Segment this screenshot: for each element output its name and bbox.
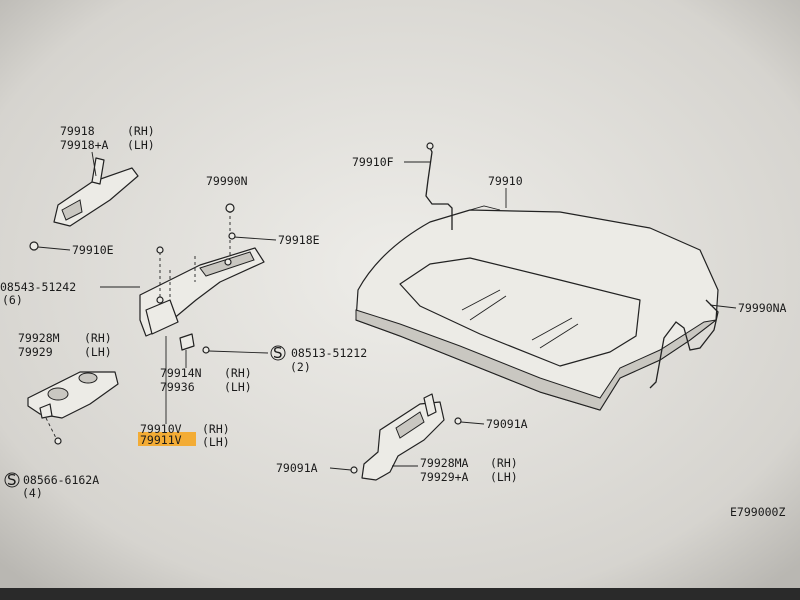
label-79929a: 79929+A <box>420 470 469 484</box>
label-79910e: 79910E <box>72 243 114 257</box>
label-79910v: 79910V <box>140 422 182 436</box>
part-79091a-clip-right <box>454 417 462 425</box>
screw-symbol-08513 <box>270 345 286 361</box>
label-79918a-side: (LH) <box>127 138 155 152</box>
part-79914n-clip <box>179 333 195 351</box>
label-08543: 08543-51242 <box>0 280 76 294</box>
lead-79918e <box>233 236 277 241</box>
label-79928m: 79928M <box>18 331 60 345</box>
label-79936: 79936 <box>160 380 195 394</box>
label-79918: 79918 <box>60 124 95 138</box>
part-79910-parcel-shelf <box>355 205 719 411</box>
label-79091a-left: 79091A <box>276 461 318 475</box>
label-79928ma: 79928MA <box>420 456 469 470</box>
label-79911v: 79911V <box>140 433 182 447</box>
label-79910v-side: (RH) <box>202 422 230 436</box>
lead-79918 <box>91 151 97 177</box>
lead-79990na <box>709 304 737 309</box>
lead-79091a-right <box>460 421 485 425</box>
dash-08566 <box>45 417 57 439</box>
label-08513: 08513-51212 <box>291 346 367 360</box>
part-79910f-cable <box>425 147 453 230</box>
part-79910f-hook <box>426 142 434 150</box>
part-79918e-clip <box>228 232 236 240</box>
part-08566-screw <box>54 437 62 445</box>
part-79928ma-bracket <box>361 393 445 481</box>
label-79910: 79910 <box>488 174 523 188</box>
label-08513-qty: (2) <box>290 360 311 374</box>
label-79918-side: (RH) <box>127 124 155 138</box>
label-08566-qty: (4) <box>22 486 43 500</box>
label-79936-side: (LH) <box>224 380 252 394</box>
screen-bottom-edge <box>0 588 800 600</box>
label-08566: 08566-6162A <box>23 473 99 487</box>
diagram-ref-code: E799000Z <box>730 505 785 519</box>
part-79928m-bracket <box>27 371 119 419</box>
label-79929: 79929 <box>18 345 53 359</box>
highlight-79911v <box>138 432 196 446</box>
part-08513-screw <box>202 346 210 354</box>
label-79928m-side: (RH) <box>84 331 112 345</box>
screw-s-08566: S <box>7 471 17 489</box>
label-79911v-side: (LH) <box>202 435 230 449</box>
label-79990n: 79990N <box>206 174 248 188</box>
screw-symbol-08566 <box>4 472 20 488</box>
part-79918-bracket <box>53 157 139 227</box>
label-79091a-right: 79091A <box>486 417 528 431</box>
label-79914n: 79914N <box>160 366 202 380</box>
label-79929-side: (LH) <box>84 345 112 359</box>
label-79928ma-side: (RH) <box>490 456 518 470</box>
lead-08513 <box>208 350 269 354</box>
part-79990na-cable <box>649 299 719 389</box>
part-79091a-clip-left <box>350 466 358 474</box>
part-79990n-clip <box>225 203 235 213</box>
part-79910e-clip <box>29 241 71 251</box>
label-79918e: 79918E <box>278 233 320 247</box>
screw-08543 <box>156 246 164 254</box>
label-79914n-side: (RH) <box>224 366 252 380</box>
label-79910f: 79910F <box>352 155 394 169</box>
part-79910v-bracket <box>139 247 265 337</box>
label-08543-qty: (6) <box>2 293 23 307</box>
screw-s-08513: S <box>273 344 283 362</box>
label-79990na: 79990NA <box>738 301 787 315</box>
label-79929a-side: (LH) <box>490 470 518 484</box>
label-79918a: 79918+A <box>60 138 109 152</box>
lead-79091a-left <box>329 467 352 471</box>
